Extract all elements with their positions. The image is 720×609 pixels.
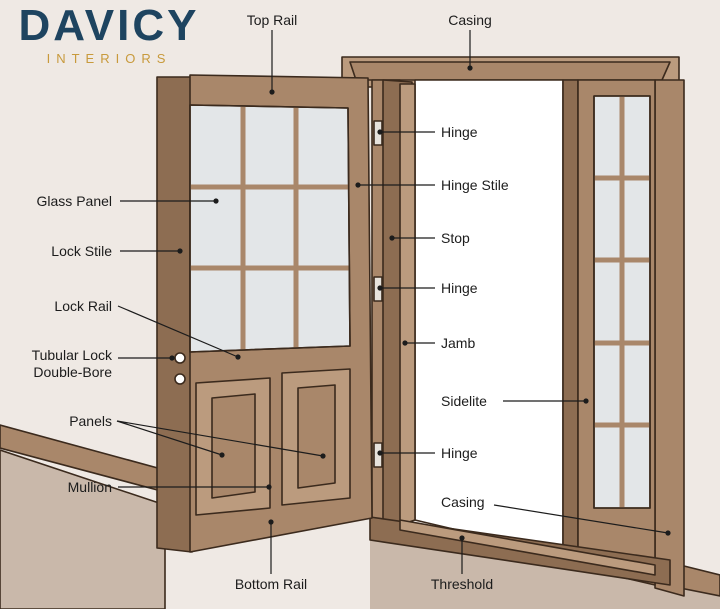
panel-left-inner [212, 394, 255, 498]
label-lock-rail: Lock Rail [54, 298, 112, 314]
casing-right [655, 80, 684, 596]
label-hinge-3: Hinge [441, 445, 478, 461]
label-threshold: Threshold [431, 576, 493, 592]
door-glass [190, 105, 350, 352]
lock-bore-lower [175, 374, 185, 384]
label-glass-panel: Glass Panel [37, 193, 112, 209]
panel-right-inner [298, 385, 335, 488]
label-sidelite: Sidelite [441, 393, 487, 409]
label-lock-stile: Lock Stile [51, 243, 112, 259]
label-stop: Stop [441, 230, 470, 246]
lock-bore-upper [175, 353, 185, 363]
stop [400, 84, 415, 525]
label-hinge-stile: Hinge Stile [441, 177, 509, 193]
label-tubular-lock-line2: Double-Bore [33, 364, 112, 380]
door-opening [415, 80, 563, 555]
mullion-post [563, 80, 578, 560]
label-top-rail: Top Rail [247, 12, 298, 28]
label-hinge-2: Hinge [441, 280, 478, 296]
label-tubular-lock-line1: Tubular Lock [32, 347, 113, 363]
casing-head-bevel [350, 62, 670, 80]
label-casing-bottom: Casing [441, 494, 485, 510]
label-bottom-rail: Bottom Rail [235, 576, 307, 592]
label-hinge-1: Hinge [441, 124, 478, 140]
label-panels: Panels [69, 413, 112, 429]
label-jamb: Jamb [441, 335, 475, 351]
label-mullion: Mullion [68, 479, 112, 495]
door-slab-edge [157, 77, 192, 552]
label-casing-top: Casing [448, 12, 492, 28]
